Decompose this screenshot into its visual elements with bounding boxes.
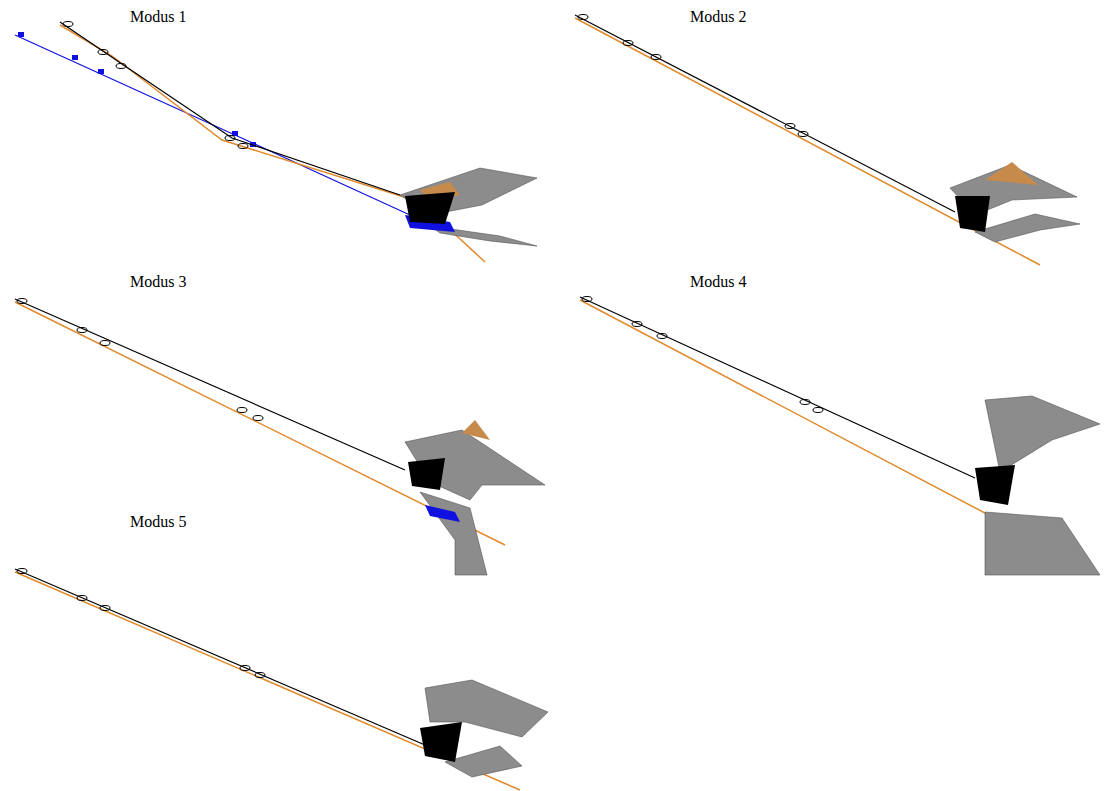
mode-2-figure <box>575 15 1080 266</box>
mode-1-figure <box>15 22 537 263</box>
mode-label: Modus 5 <box>130 513 186 531</box>
mode-label: Modus 2 <box>690 8 746 26</box>
mode-5-figure <box>15 569 548 791</box>
mode-label: Modus 4 <box>690 273 746 291</box>
mode-4-figure <box>580 297 1100 576</box>
mode-label: Modus 3 <box>130 273 186 291</box>
mode-3-figure <box>15 299 545 576</box>
mode-label: Modus 1 <box>130 8 186 26</box>
